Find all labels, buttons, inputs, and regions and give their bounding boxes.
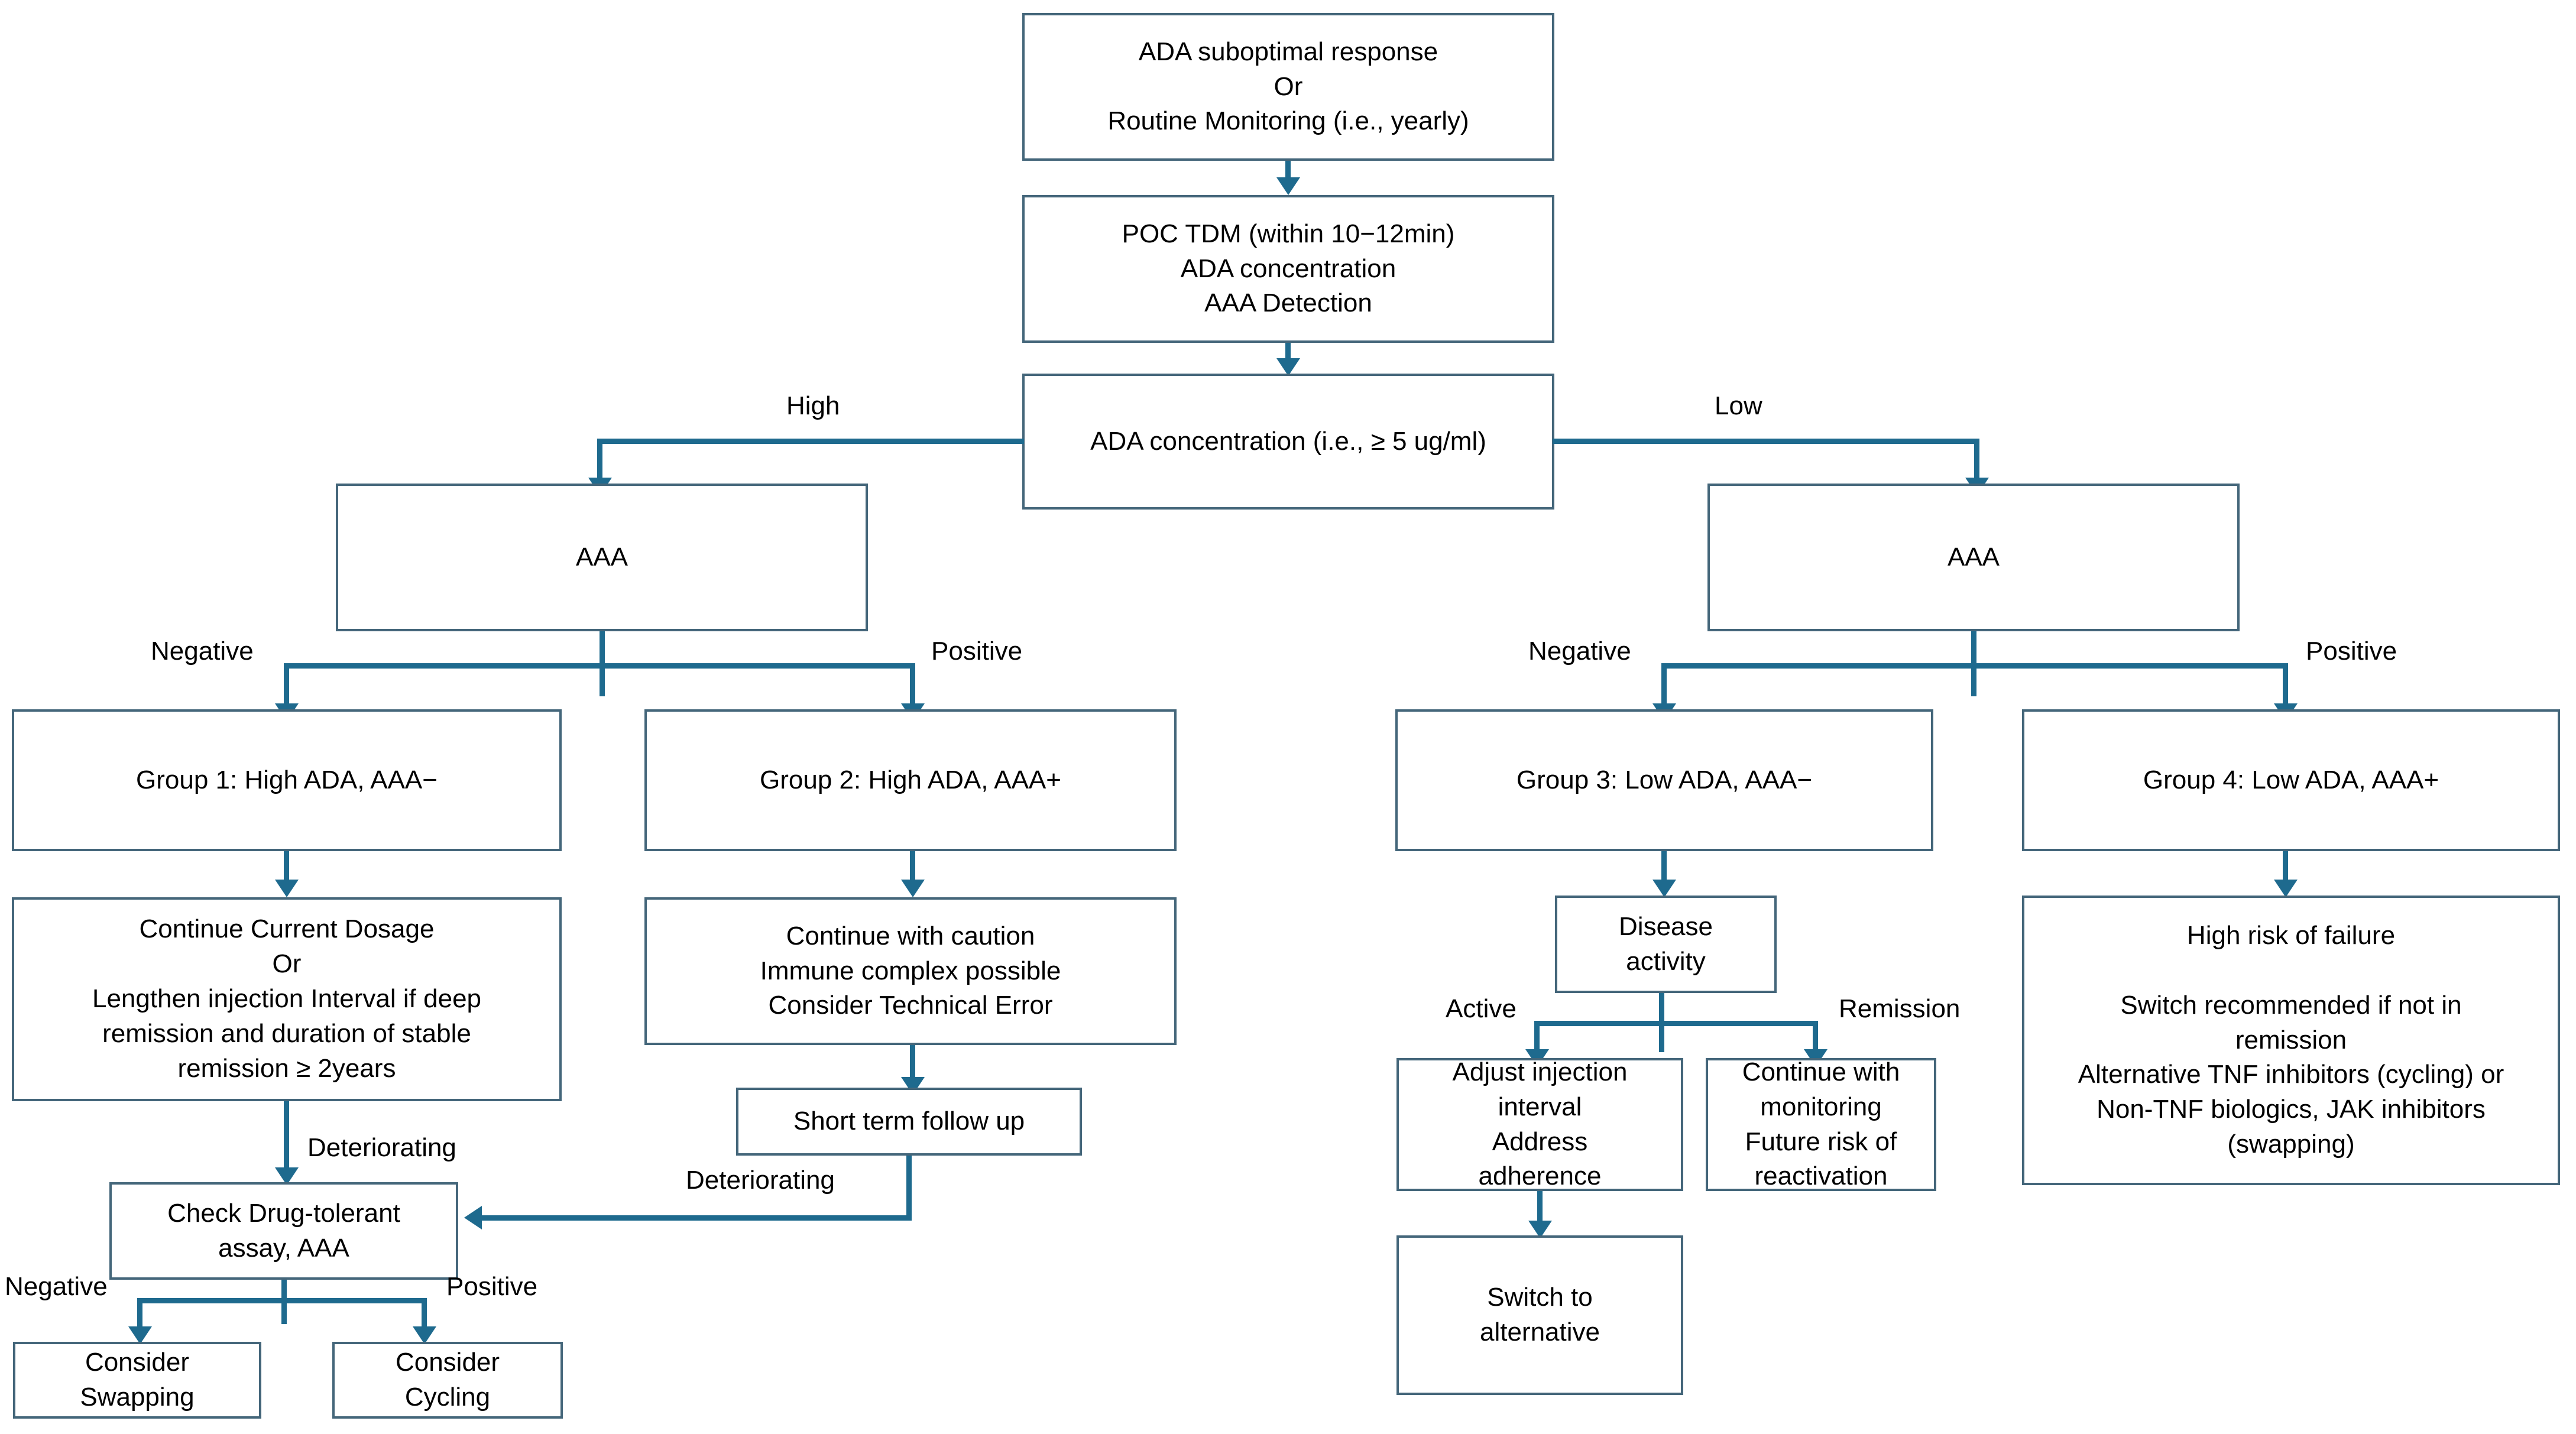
arrow-assay-positive-icon [413,1326,436,1344]
node-group1-action: Continue Current Dosage Or Lengthen inje… [12,897,562,1101]
node-continue-monitoring-label: Continue with monitoring Future risk of … [1742,1057,1900,1191]
edge-label-low: Low [1715,391,1762,420]
node-aaa-high: AAA [336,484,868,631]
node-group2-label: Group 2: High ADA, AAA+ [760,765,1061,794]
node-aaa-high-label: AAA [575,542,628,572]
edge-poc-to-concentration [1285,343,1291,364]
node-short-term-follow-up-label: Short term follow up [793,1107,1025,1136]
node-group1-action-label: Continue Current Dosage Or Lengthen inje… [92,914,482,1083]
edge-assay-bar [137,1298,427,1303]
arrow-group1-to-action-icon [275,880,299,897]
arrow-assay-negative-icon [128,1326,152,1344]
node-short-term-follow-up: Short term follow up [736,1088,1082,1156]
edge-followup-down [906,1156,912,1221]
edge-aaa-high-pos-drop [910,663,915,709]
node-group2-action: Continue with caution Immune complex pos… [644,897,1177,1045]
node-ada-concentration: ADA concentration (i.e., ≥ 5 ug/ml) [1022,374,1554,510]
node-consider-cycling-label: Consider Cycling [395,1348,500,1412]
node-aaa-low: AAA [1707,484,2240,631]
node-switch-to-alternative: Switch to alternative [1396,1235,1683,1395]
node-switch-to-alternative-label: Switch to alternative [1479,1283,1600,1347]
edge-remission-drop [1813,1021,1818,1055]
node-check-drug-tolerant-assay: Check Drug-tolerant assay, AAA [109,1182,458,1280]
edge-assay-neg-drop [137,1298,142,1332]
edge-active-drop [1534,1021,1540,1055]
edge-group2action-to-followup [910,1045,915,1083]
node-ada-concentration-label: ADA concentration (i.e., ≥ 5 ug/ml) [1090,426,1486,456]
edge-label-deteriorating-followup: Deteriorating [686,1166,835,1195]
edge-concentration-high [597,439,1024,444]
edge-aaa-high-bar [284,663,915,669]
edge-concentration-low [1553,439,1979,444]
node-group2-action-label: Continue with caution Immune complex pos… [760,921,1061,1020]
edge-label-positive-high: Positive [931,637,1023,666]
edge-label-high: High [786,391,840,420]
node-consider-swapping-label: Consider Swapping [80,1348,195,1412]
arrow-group2-to-action-icon [901,880,925,897]
node-group4-action: High risk of failure Switch recommended … [2022,896,2560,1185]
edge-label-negative-low: Negative [1528,637,1631,666]
node-group4-action-label: High risk of failure Switch recommended … [2078,920,2504,1159]
node-adjust-injection: Adjust injection interval Address adhere… [1396,1057,1683,1191]
node-continue-monitoring: Continue with monitoring Future risk of … [1706,1057,1936,1191]
node-check-drug-tolerant-assay-label: Check Drug-tolerant assay, AAA [167,1198,400,1263]
arrow-group3-to-disease-activity-icon [1652,880,1676,897]
node-start-label: ADA suboptimal response Or Routine Monit… [1107,37,1469,136]
edge-aaa-low-neg-drop [1661,663,1667,709]
edge-label-active: Active [1446,994,1517,1023]
node-adjust-injection-label: Adjust injection interval Address adhere… [1452,1057,1628,1191]
edge-group1-to-action [284,851,289,885]
node-group2: Group 2: High ADA, AAA+ [644,709,1177,851]
node-group1: Group 1: High ADA, AAA− [12,709,562,851]
edge-assay-pos-drop [422,1298,427,1332]
node-disease-activity-label: Disease activity [1619,911,1713,976]
arrow-followup-to-assay-icon [464,1206,482,1229]
edge-label-positive-low: Positive [2306,637,2397,666]
edge-low-drop [1974,439,1979,484]
edge-label-deteriorating-group1: Deteriorating [307,1133,456,1162]
node-poc-tdm-label: POC TDM (within 10−12min) ADA concentrat… [1122,219,1455,318]
node-group4: Group 4: Low ADA, AAA+ [2022,709,2560,851]
node-group3: Group 3: Low ADA, AAA− [1395,709,1933,851]
node-consider-swapping: Consider Swapping [13,1342,261,1419]
edge-label-negative-high: Negative [151,637,254,666]
edge-high-drop [597,439,602,484]
node-group1-label: Group 1: High ADA, AAA− [136,765,438,794]
edge-group1action-to-assay [284,1101,289,1173]
edge-aaa-high-neg-drop [284,663,289,709]
edge-label-negative-assay: Negative [5,1272,108,1301]
node-start: ADA suboptimal response Or Routine Monit… [1022,13,1554,161]
edge-followup-to-assay [482,1215,912,1221]
node-group4-label: Group 4: Low ADA, AAA+ [2143,765,2439,794]
edge-label-remission: Remission [1839,994,1961,1023]
node-aaa-low-label: AAA [1947,542,2000,572]
node-group3-label: Group 3: Low ADA, AAA− [1516,765,1813,794]
edge-group2-to-action [910,851,915,885]
node-consider-cycling: Consider Cycling [332,1342,563,1419]
node-poc-tdm: POC TDM (within 10−12min) ADA concentrat… [1022,195,1554,343]
edge-group4-to-action [2283,851,2288,885]
arrow-group4-to-action-icon [2274,880,2298,897]
edge-aaa-low-bar [1661,663,2288,669]
edge-aaa-low-pos-drop [2283,663,2288,709]
edge-disease-activity-bar [1534,1021,1818,1026]
edge-label-positive-assay: Positive [446,1272,538,1301]
arrow-start-to-poc-icon [1276,177,1300,195]
node-disease-activity: Disease activity [1555,896,1777,993]
edge-adjust-to-switch [1537,1191,1543,1227]
edge-group3-to-disease-activity [1661,851,1667,885]
arrow-poc-to-concentration-icon [1276,358,1300,376]
edge-start-to-poc [1285,161,1291,183]
